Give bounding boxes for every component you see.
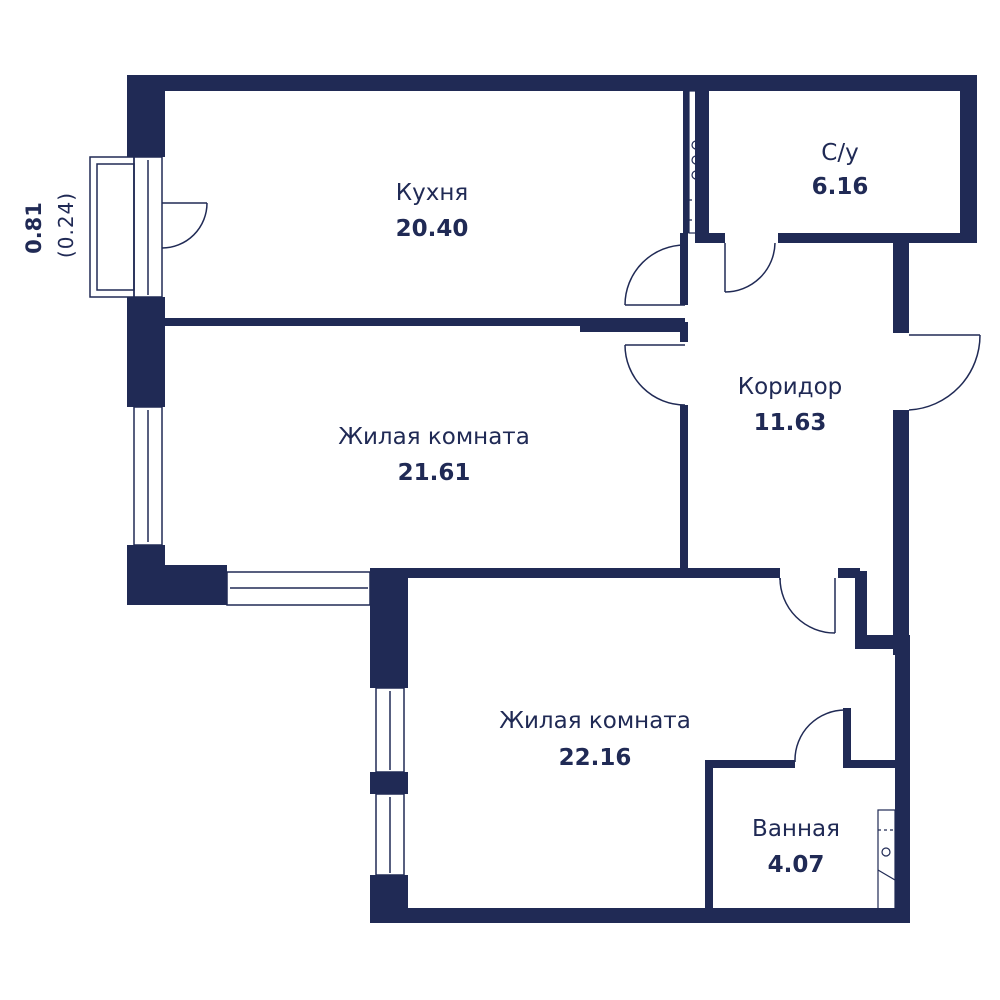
room-label-corridor: Коридор 11.63 [738,374,843,436]
room-name: С/у [821,140,858,166]
room-area: 20.40 [396,216,469,242]
balcony-label: 0.81 (0.24) [22,192,78,258]
room-label-bathroom: Ванная 4.07 [752,816,840,878]
room-area: 4.07 [768,852,825,878]
room-area: 22.16 [559,745,632,771]
room-label-wc: С/у 6.16 [812,140,869,200]
doors [161,202,981,762]
room-label-kitchen: Кухня 20.40 [396,180,469,242]
balcony-coefficient-area: (0.24) [54,192,78,258]
room-area: 11.63 [754,410,827,436]
room-area: 21.61 [398,460,471,486]
room-label-living-1: Жилая комната 21.61 [338,424,530,486]
balcony-door-arc [161,202,208,249]
utility-shafts [688,90,896,911]
balcony [89,156,135,298]
room-name: Ванная [752,816,840,842]
room-name: Жилая комната [338,424,530,450]
walls [127,75,977,923]
room-area: 6.16 [812,174,869,200]
room-label-living-2: Жилая комната 22.16 [499,708,691,771]
room-name: Коридор [738,374,843,400]
balcony-area: 0.81 [22,202,46,254]
windows [133,156,405,876]
room-name: Кухня [396,180,468,206]
room-name: Жилая комната [499,708,691,734]
